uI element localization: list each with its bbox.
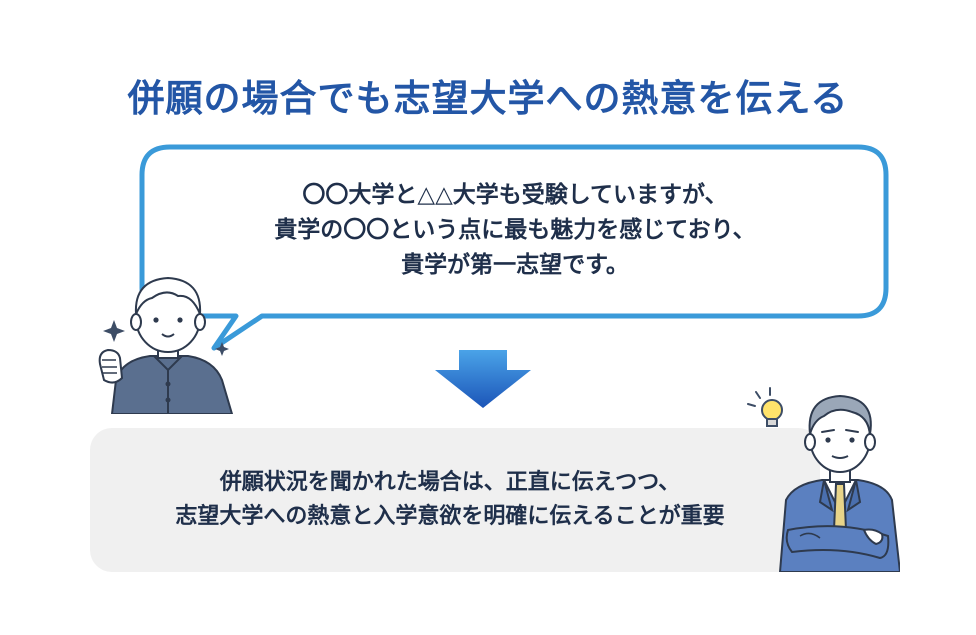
summary-box — [90, 428, 820, 572]
student-illustration — [98, 276, 234, 414]
speech-line-3: 貴学が第一志望です。 — [401, 252, 629, 278]
speech-line-2: 貴学の〇〇という点に最も魅力を感じており、 — [274, 217, 756, 243]
teacher-illustration — [747, 387, 900, 572]
summary-line-2: 志望大学への熱意と入学意欲を明確に伝えることが重要 — [175, 504, 725, 529]
down-arrow-icon — [435, 350, 531, 408]
lightbulb-icon — [747, 387, 783, 427]
summary-line-1: 併願状況を聞かれた場合は、正直に伝えつつ、 — [219, 470, 681, 495]
speech-text: 〇〇大学と△△大学も受験していますが、 貴学の〇〇という点に最も魅力を感じており… — [150, 178, 880, 283]
page-title: 併願の場合でも志望大学への熱意を伝える — [127, 77, 849, 120]
summary-text: 併願状況を聞かれた場合は、正直に伝えつつ、 志望大学への熱意と入学意欲を明確に伝… — [90, 466, 810, 534]
sparkle-icon — [103, 320, 229, 356]
speech-line-1: 〇〇大学と△△大学も受験していますが、 — [302, 182, 728, 208]
